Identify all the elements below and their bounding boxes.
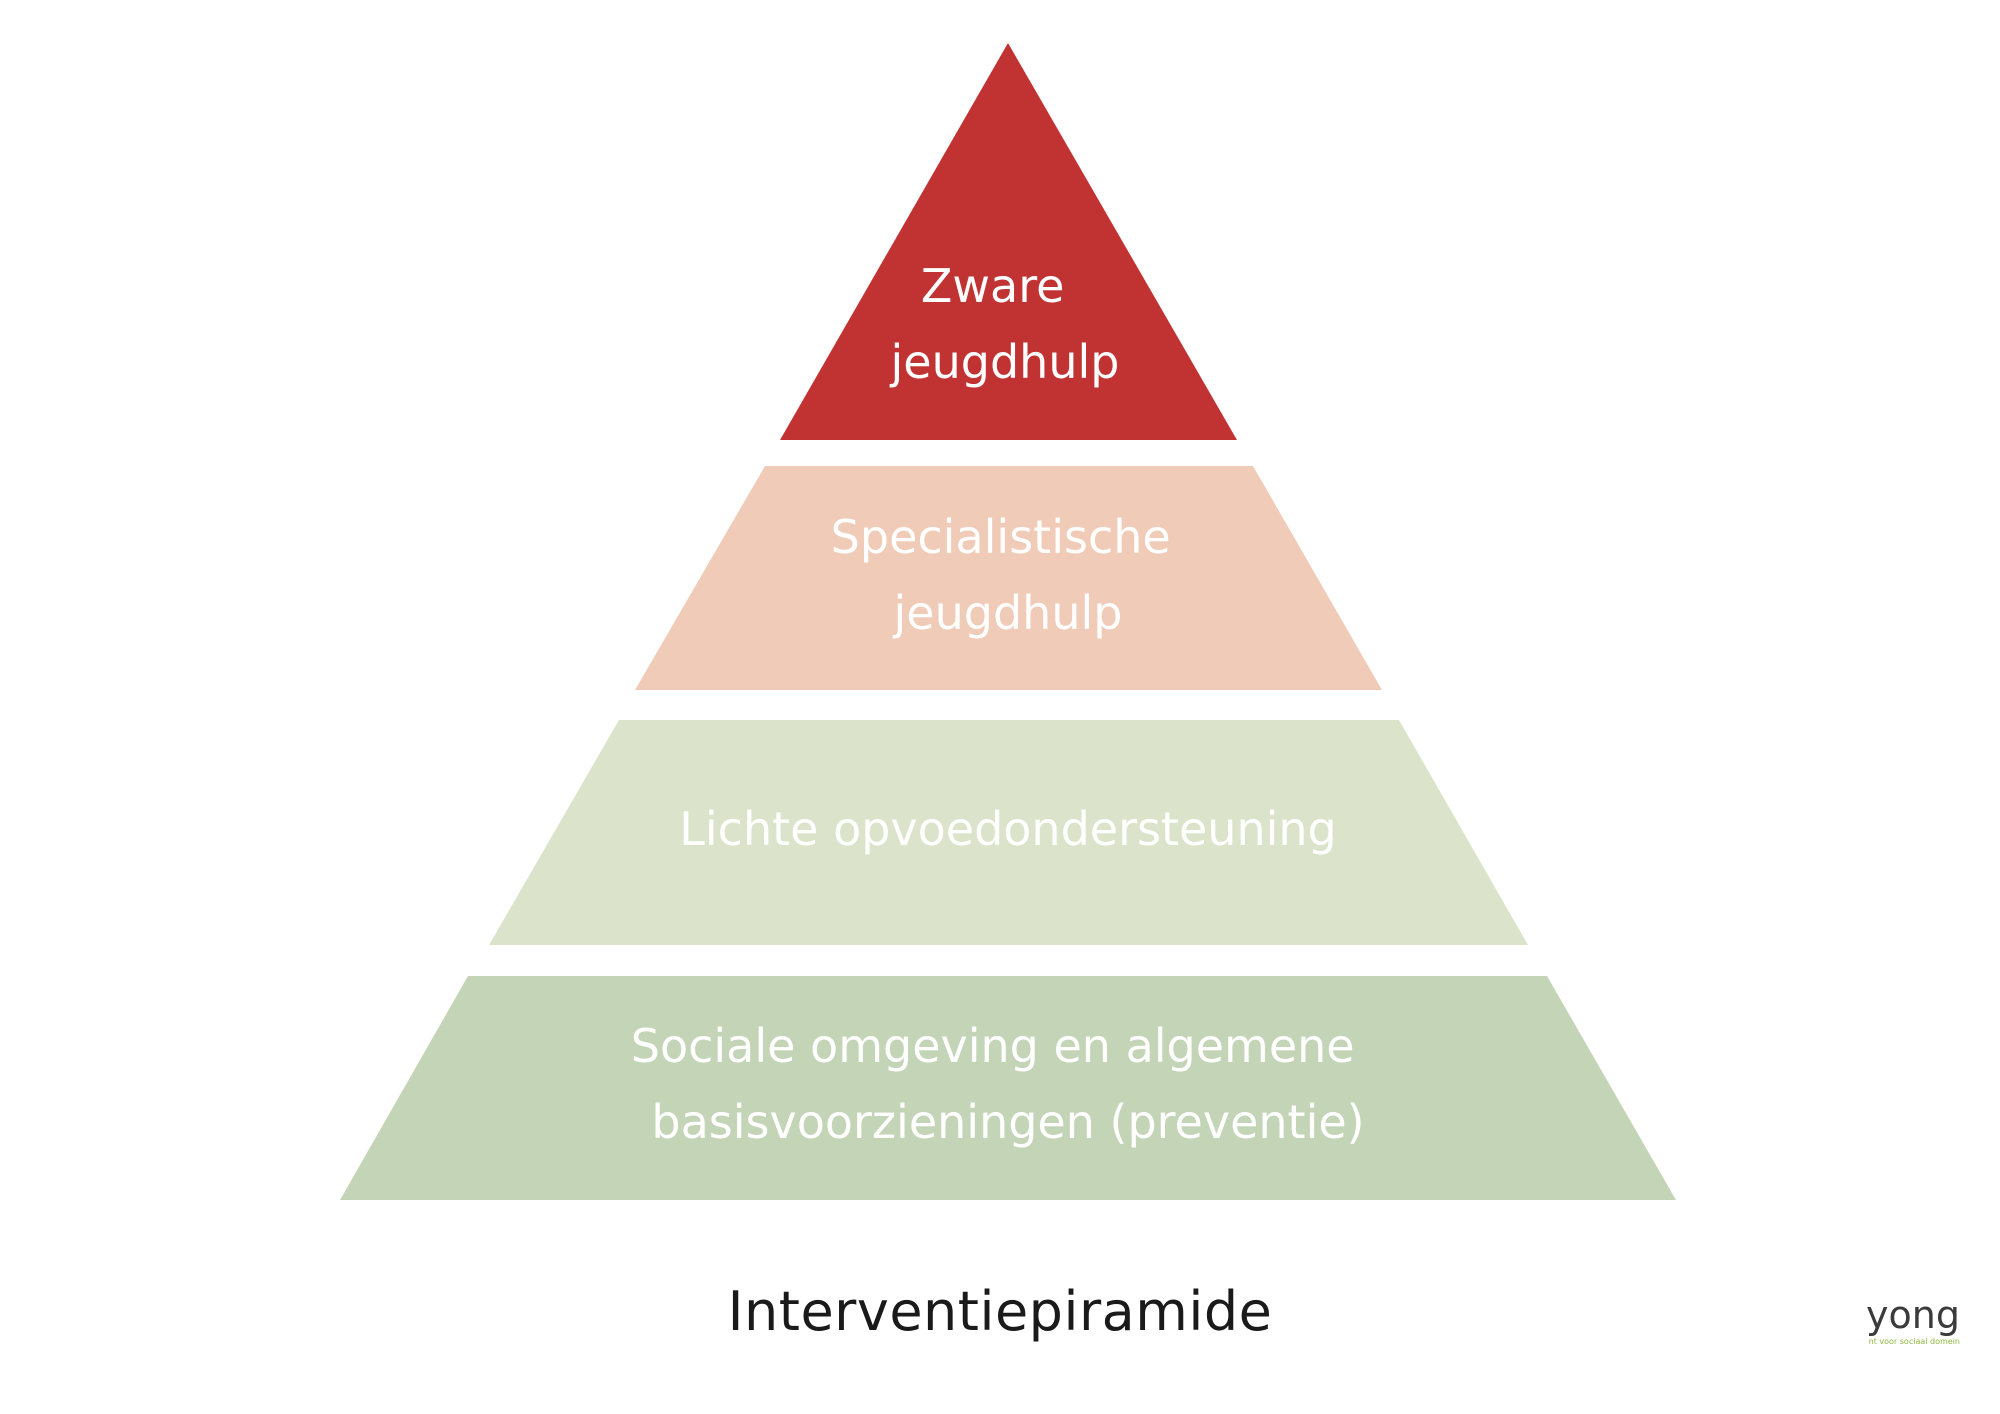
tier-2-line-2: jeugdhulp <box>893 586 1123 640</box>
tier-2-line-1: Specialistische <box>831 510 1171 564</box>
tier-3-line-1: Lichte opvoedondersteuning <box>679 802 1336 856</box>
tier-1-label: Zware jeugdhulp <box>890 259 1120 389</box>
tier-1-line-2: jeugdhulp <box>890 335 1120 389</box>
tier-1-shape <box>780 43 1237 440</box>
tier-4-line-2: basisvoorzieningen (preventie) <box>651 1095 1364 1149</box>
logo-word: yong <box>1866 1293 1960 1337</box>
tier-1-line-1: Zware <box>921 259 1065 313</box>
tier-4-label: Sociale omgeving en algemene basisvoorzi… <box>631 1019 1369 1149</box>
yong-logo: yong nt voor sociaal domein <box>1850 1295 1960 1355</box>
tier-2-shape <box>635 466 1382 690</box>
diagram-title: Interventiepiramide <box>727 1280 1273 1343</box>
tier-3-shape <box>489 720 1528 945</box>
logo-tagline: nt voor sociaal domein <box>1868 1337 1960 1346</box>
tier-2-label: Specialistische jeugdhulp <box>831 510 1186 640</box>
tier-3-label: Lichte opvoedondersteuning <box>679 802 1336 856</box>
tier-4-shape <box>340 976 1676 1200</box>
tier-4-line-1: Sociale omgeving en algemene <box>631 1019 1355 1073</box>
